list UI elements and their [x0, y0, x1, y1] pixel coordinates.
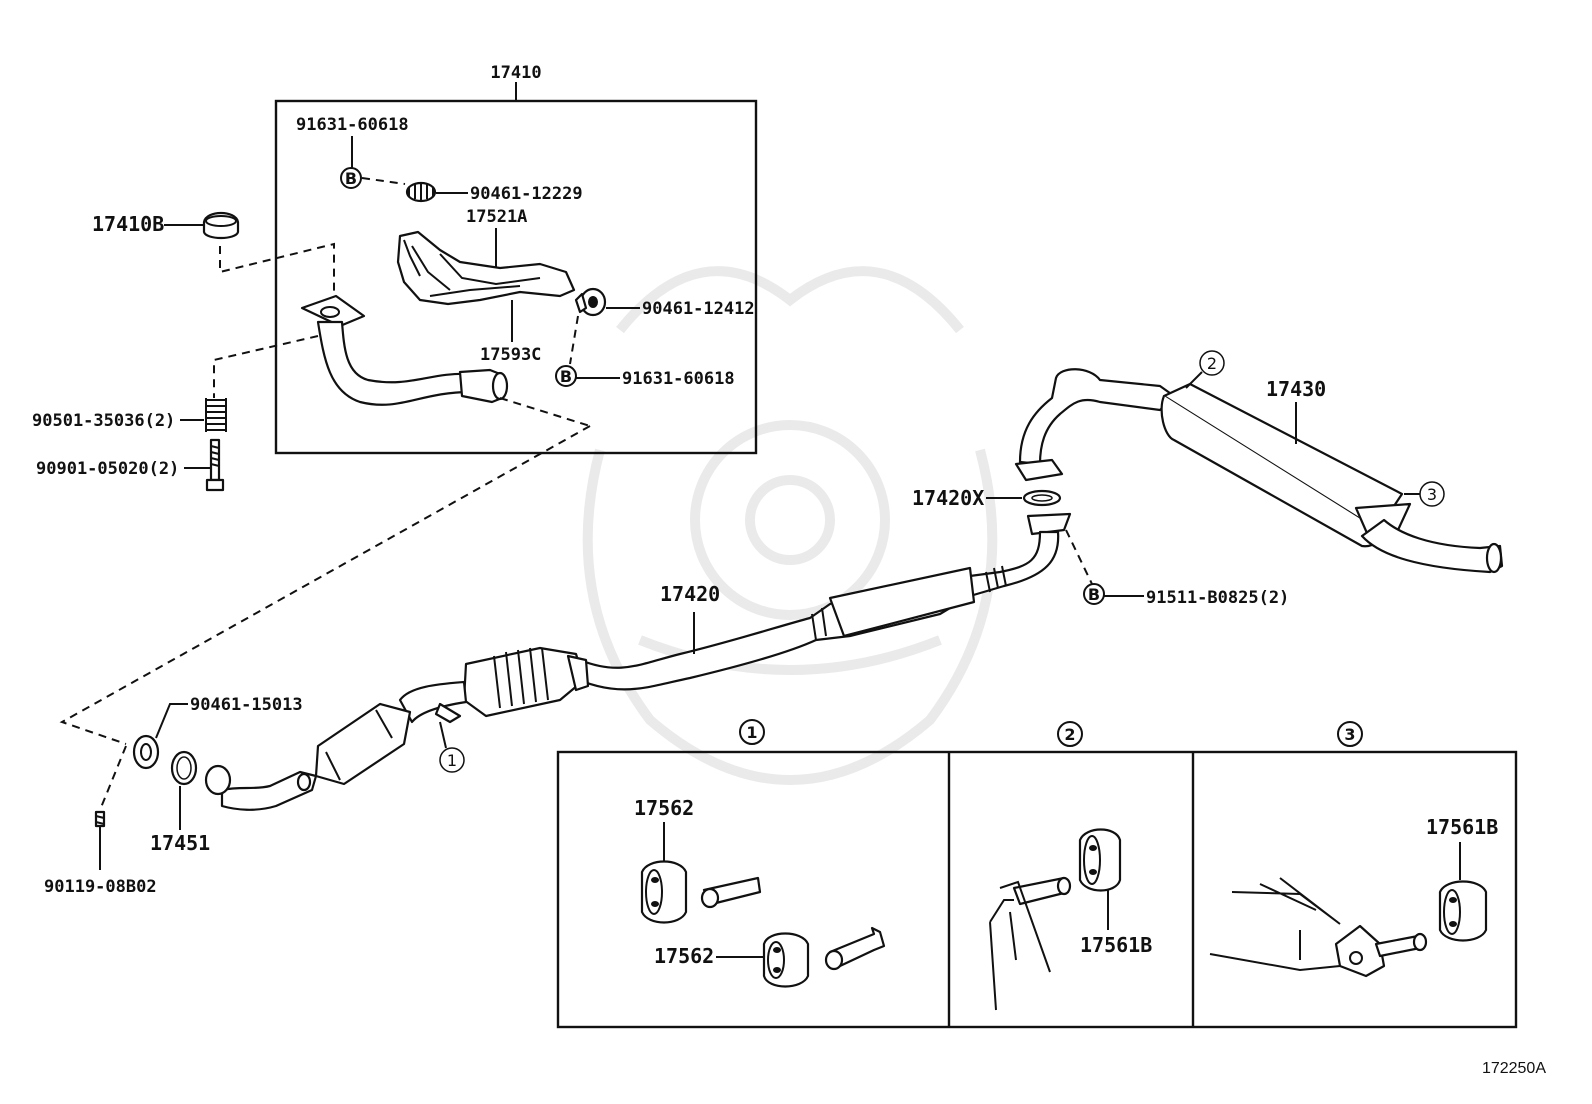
ref-marker-1-pipe: 1: [439, 747, 465, 773]
detail-2-label: 17561B: [1080, 933, 1152, 957]
hanger-bracket-icon-b: [824, 926, 886, 971]
detail-1-label-a: 17562: [634, 796, 694, 820]
nut-front-icon: [132, 734, 160, 770]
bolt-b-marker-top: B: [340, 167, 362, 189]
dash-front-connection: [59, 425, 591, 745]
detail-1-label-b: 17562: [654, 944, 714, 968]
gasket-cap-icon: [202, 211, 240, 240]
detail-1-header: 1: [739, 719, 765, 745]
label-gasket-cap: 17410B: [92, 212, 164, 236]
label-heat-insulator: 17521A: [466, 207, 527, 227]
bolt-b-marker-center: B: [1083, 583, 1105, 605]
hanger-rubber-icon-b: [762, 932, 810, 988]
ref-marker-3: 3: [1419, 481, 1445, 507]
label-tailpipe-assy: 17430: [1266, 377, 1326, 401]
heat-insulator-icon: [396, 230, 576, 306]
spring-icon: [205, 398, 227, 432]
label-spring: 90501-35036(2): [32, 411, 175, 431]
stud-bolt-icon: [205, 438, 225, 492]
dash-cap-to-pipe: [219, 242, 335, 296]
svg-text:B: B: [560, 367, 572, 386]
group-box-label: 17410: [490, 63, 541, 83]
svg-text:1: 1: [447, 751, 457, 770]
label-bolt-b-right: 91631-60618: [622, 369, 735, 389]
nut-top-icon: [405, 181, 437, 203]
hanger-rubber-icon-a: [640, 860, 688, 924]
catalytic-converter-icon: [398, 646, 590, 724]
label-nut-right: 90461-12412: [642, 299, 755, 319]
bolt-front-icon: [94, 810, 106, 828]
detail-panels-frame: [556, 750, 1518, 1029]
leader-nut-front: [155, 703, 188, 739]
detail-3-label: 17561B: [1426, 815, 1498, 839]
svg-text:3: 3: [1344, 725, 1355, 744]
front-converter-icon: [204, 702, 412, 811]
leader-ref-2: [1185, 371, 1203, 389]
label-gasket-x: 17420X: [912, 486, 984, 510]
dash-pipe-to-spring: [213, 335, 319, 398]
diagram-code: 172250A: [1482, 1060, 1546, 1077]
label-insulator-lower: 17593C: [480, 345, 541, 365]
dash-bolt-to-nut-top: [361, 177, 406, 185]
dash-nut-to-bolt-front: [99, 745, 127, 811]
leader-ref-1: [439, 721, 447, 749]
label-bolt-front: 90119-08B02: [44, 877, 157, 897]
detail-2-header: 2: [1057, 721, 1083, 747]
label-bolt-b-center: 91511-B0825(2): [1146, 588, 1289, 608]
body-bracket-icon-d3: [1209, 877, 1428, 978]
hanger-rubber-icon-d2: [1078, 828, 1122, 892]
dash-nut-right-to-bolt: [569, 315, 579, 365]
svg-text:B: B: [345, 169, 357, 188]
hanger-bracket-icon-a: [700, 876, 762, 909]
label-nut-top: 90461-12229: [470, 184, 583, 204]
body-bracket-icon-d2: [989, 876, 1072, 1011]
bolt-b-marker-right: B: [555, 365, 577, 387]
detail-3-header: 3: [1337, 721, 1363, 747]
svg-text:3: 3: [1427, 485, 1437, 504]
gasket-front-icon: [170, 750, 198, 786]
svg-text:B: B: [1088, 585, 1100, 604]
nut-right-icon: [574, 287, 607, 317]
dash-pipe-to-front: [499, 397, 591, 427]
hanger-rubber-icon-d3: [1438, 880, 1488, 942]
gasket-x-icon: [1022, 489, 1062, 507]
label-center-pipe: 17420: [660, 582, 720, 606]
label-gasket-front: 17451: [150, 831, 210, 855]
label-bolt-b-top: 91631-60618: [296, 115, 409, 135]
ref-marker-2: 2: [1199, 350, 1225, 376]
tailpipe-muffler-icon: [1014, 368, 1504, 574]
label-stud-bolt: 90901-05020(2): [36, 459, 179, 479]
front-pipe-icon: [300, 294, 509, 406]
svg-text:2: 2: [1064, 725, 1075, 744]
dash-pipe-to-bolt-center: [1065, 529, 1093, 585]
watermark-logo: [582, 266, 998, 785]
svg-text:1: 1: [746, 723, 757, 742]
label-nut-front: 90461-15013: [190, 695, 303, 715]
svg-text:2: 2: [1207, 354, 1217, 373]
